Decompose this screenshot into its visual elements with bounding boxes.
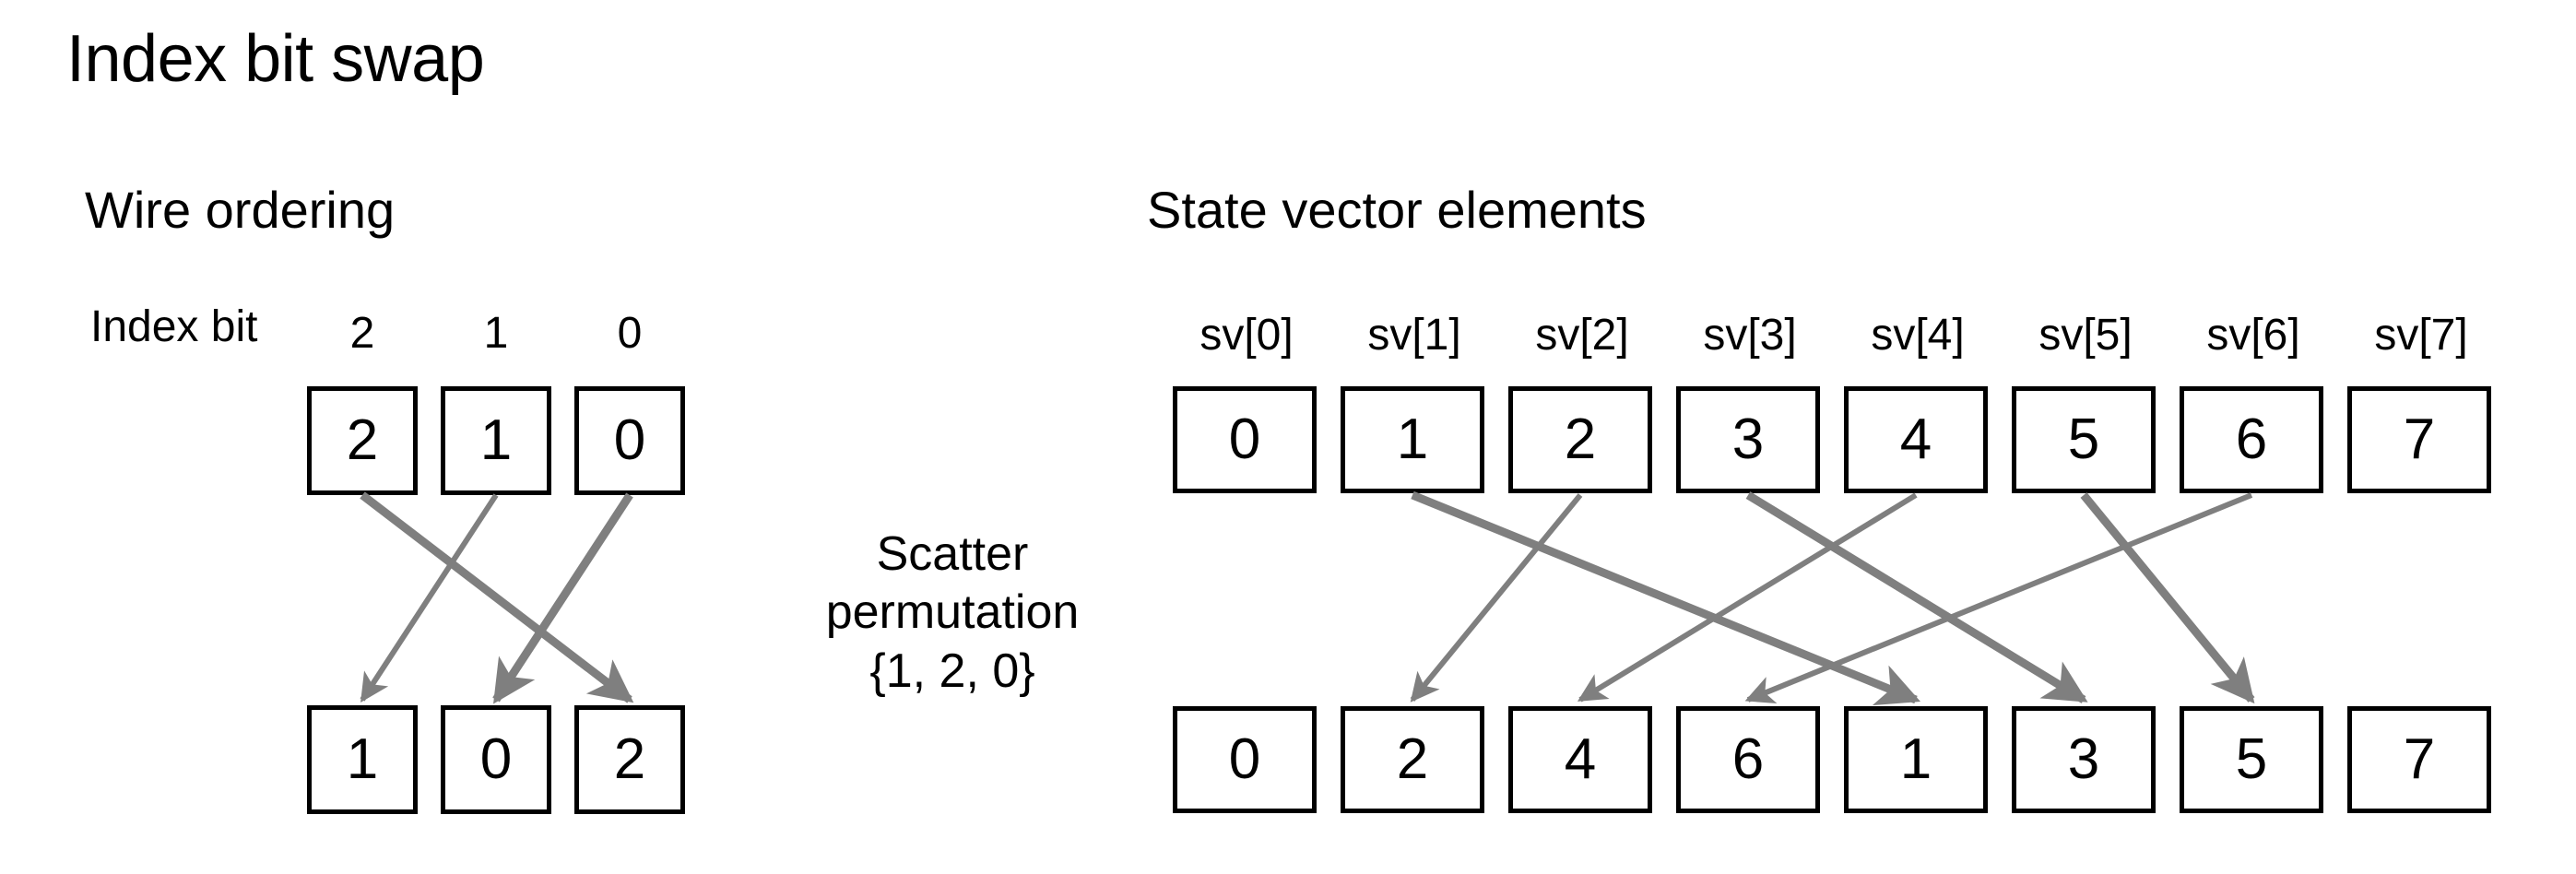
sv-bottom-cell-2[interactable]: 4 bbox=[1508, 706, 1652, 813]
permutation-arrow bbox=[360, 493, 499, 703]
sv-top-cell-0[interactable]: 0 bbox=[1173, 386, 1317, 493]
sv-bottom-cell-0[interactable]: 0 bbox=[1173, 706, 1317, 813]
index-bit-label: Index bit bbox=[90, 302, 258, 351]
permutation-arrow bbox=[1577, 492, 1918, 703]
sv-bottom-cell-7[interactable]: 7 bbox=[2347, 706, 2491, 813]
sv-bottom-cell-3[interactable]: 6 bbox=[1676, 706, 1820, 813]
sv-bottom-cell-5[interactable]: 3 bbox=[2012, 706, 2156, 813]
bit-label-1: 1 bbox=[483, 309, 509, 358]
sv-top-cell-6[interactable]: 6 bbox=[2180, 386, 2323, 493]
wire-ordering-heading: Wire ordering bbox=[85, 181, 396, 239]
sv-top-cell-7[interactable]: 7 bbox=[2347, 386, 2491, 493]
scatter-caption-line3: {1, 2, 0} bbox=[869, 644, 1035, 698]
permutation-arrow bbox=[1410, 493, 1583, 703]
sv-top-cell-1[interactable]: 1 bbox=[1341, 386, 1484, 493]
sv-top-cell-2[interactable]: 2 bbox=[1508, 386, 1652, 493]
sv-top-cell-5[interactable]: 5 bbox=[2012, 386, 2156, 493]
sv-label-0: sv[0] bbox=[1199, 311, 1294, 360]
wire-top-cell-1[interactable]: 1 bbox=[441, 386, 551, 495]
state-vector-heading: State vector elements bbox=[1147, 181, 1647, 239]
sv-top-cell-4[interactable]: 4 bbox=[1844, 386, 1988, 493]
bit-label-0: 2 bbox=[349, 309, 375, 358]
scatter-caption-line2: permutation bbox=[825, 585, 1080, 640]
scatter-caption-line1: Scatter bbox=[876, 527, 1029, 581]
sv-label-6: sv[6] bbox=[2206, 311, 2300, 360]
permutation-arrow bbox=[1411, 490, 1921, 706]
sv-label-3: sv[3] bbox=[1703, 311, 1797, 360]
permutation-arrow bbox=[2080, 492, 2255, 704]
bit-label-2: 0 bbox=[617, 309, 643, 358]
sv-label-2: sv[2] bbox=[1535, 311, 1629, 360]
permutation-arrow bbox=[1744, 492, 2253, 704]
wire-top-cell-0[interactable]: 2 bbox=[307, 386, 418, 495]
sv-label-7: sv[7] bbox=[2374, 311, 2468, 360]
sv-label-1: sv[1] bbox=[1367, 311, 1461, 360]
sv-label-5: sv[5] bbox=[2038, 311, 2133, 360]
page-title: Index bit swap bbox=[66, 22, 485, 96]
wire-bottom-cell-0[interactable]: 1 bbox=[307, 705, 418, 814]
permutation-arrow bbox=[492, 492, 633, 704]
sv-label-4: sv[4] bbox=[1871, 311, 1965, 360]
wire-top-cell-2[interactable]: 0 bbox=[574, 386, 685, 495]
sv-bottom-cell-6[interactable]: 5 bbox=[2180, 706, 2323, 813]
permutation-arrow bbox=[360, 491, 634, 703]
scatter-permutation-caption: Scatter permutation {1, 2, 0} bbox=[773, 526, 1132, 701]
sv-top-cell-3[interactable]: 3 bbox=[1676, 386, 1820, 493]
wire-bottom-cell-1[interactable]: 0 bbox=[441, 705, 551, 814]
wire-bottom-cell-2[interactable]: 2 bbox=[574, 705, 685, 814]
permutation-arrow bbox=[1745, 491, 2088, 703]
sv-bottom-cell-4[interactable]: 1 bbox=[1844, 706, 1988, 813]
sv-bottom-cell-1[interactable]: 2 bbox=[1341, 706, 1484, 813]
